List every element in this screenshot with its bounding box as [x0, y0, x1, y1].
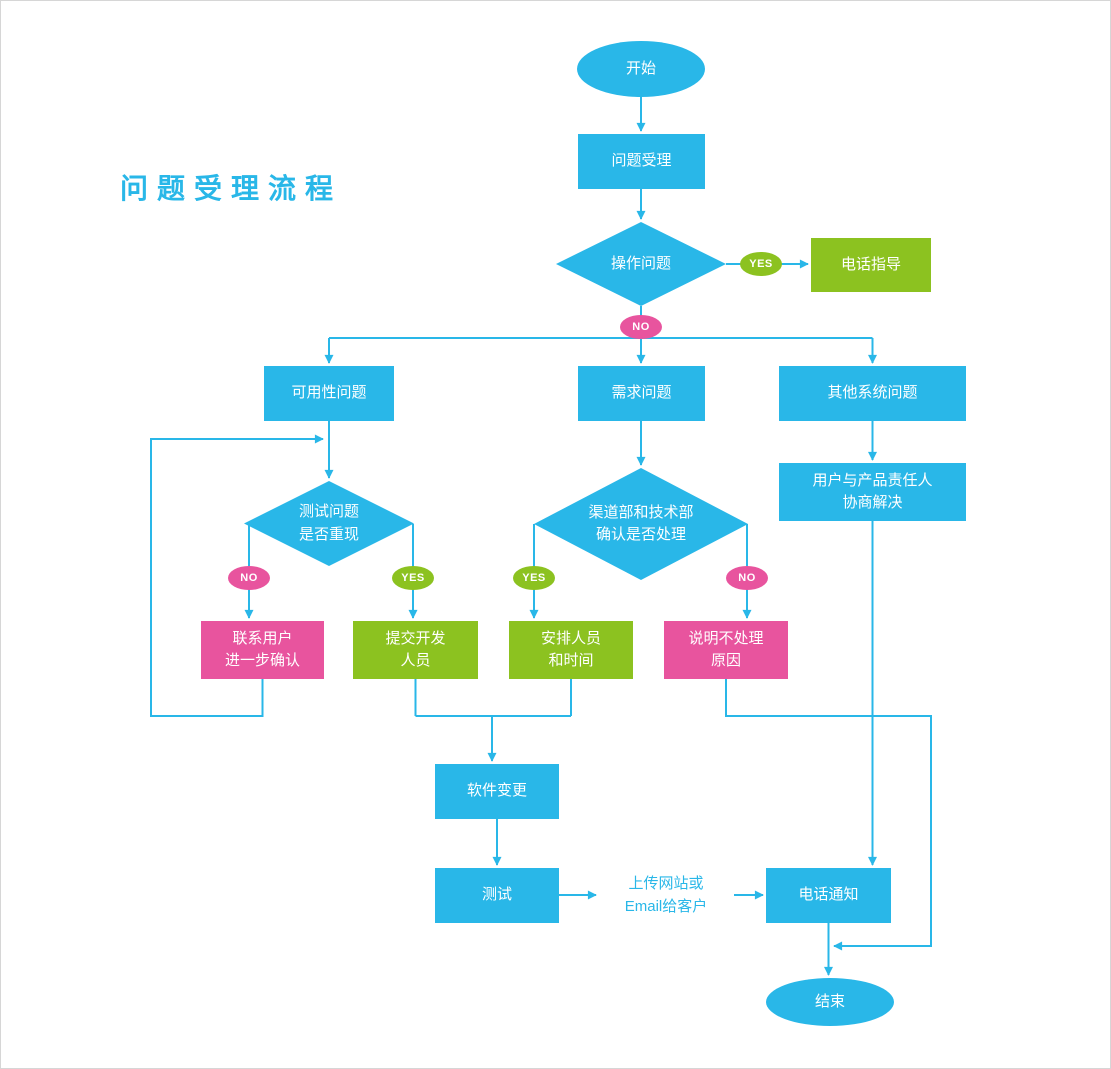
edge-label-no: NO	[726, 566, 768, 590]
node-test: 测试	[435, 868, 559, 923]
node-problem-accept: 问题受理	[578, 134, 705, 189]
node-arrange-staff-time: 安排人员 和时间	[509, 621, 633, 679]
node-operation-problem: 操作问题	[556, 222, 726, 306]
edge-label-yes: YES	[392, 566, 434, 590]
diagram-title: 问题受理流程	[120, 173, 343, 204]
edge-label-no: NO	[228, 566, 270, 590]
node-submit-developer: 提交开发 人员	[353, 621, 478, 679]
edge-label-yes: YES	[740, 252, 782, 276]
node-upload-or-email: 上传网站或 Email给客户	[624, 875, 708, 915]
node-explain-no-handle: 说明不处理 原因	[664, 621, 788, 679]
node-reproduce-check: 测试问题 是否重现	[244, 481, 414, 566]
node-contact-user: 联系用户 进一步确认	[201, 621, 324, 679]
edge-label-no: NO	[620, 315, 662, 339]
node-other-system-problem: 其他系统问题	[779, 366, 966, 421]
edge-label-yes: YES	[513, 566, 555, 590]
node-software-change: 软件变更	[435, 764, 559, 819]
node-usability-problem: 可用性问题	[264, 366, 394, 421]
node-phone-guide: 电话指导	[811, 238, 931, 292]
node-end: 结束	[766, 978, 894, 1026]
node-dept-confirm: 渠道部和技术部 确认是否处理	[534, 468, 748, 580]
node-phone-notify: 电话通知	[766, 868, 891, 923]
node-negotiate-solution: 用户与产品责任人 协商解决	[779, 463, 966, 521]
node-requirement-problem: 需求问题	[578, 366, 705, 421]
node-start: 开始	[577, 41, 705, 97]
